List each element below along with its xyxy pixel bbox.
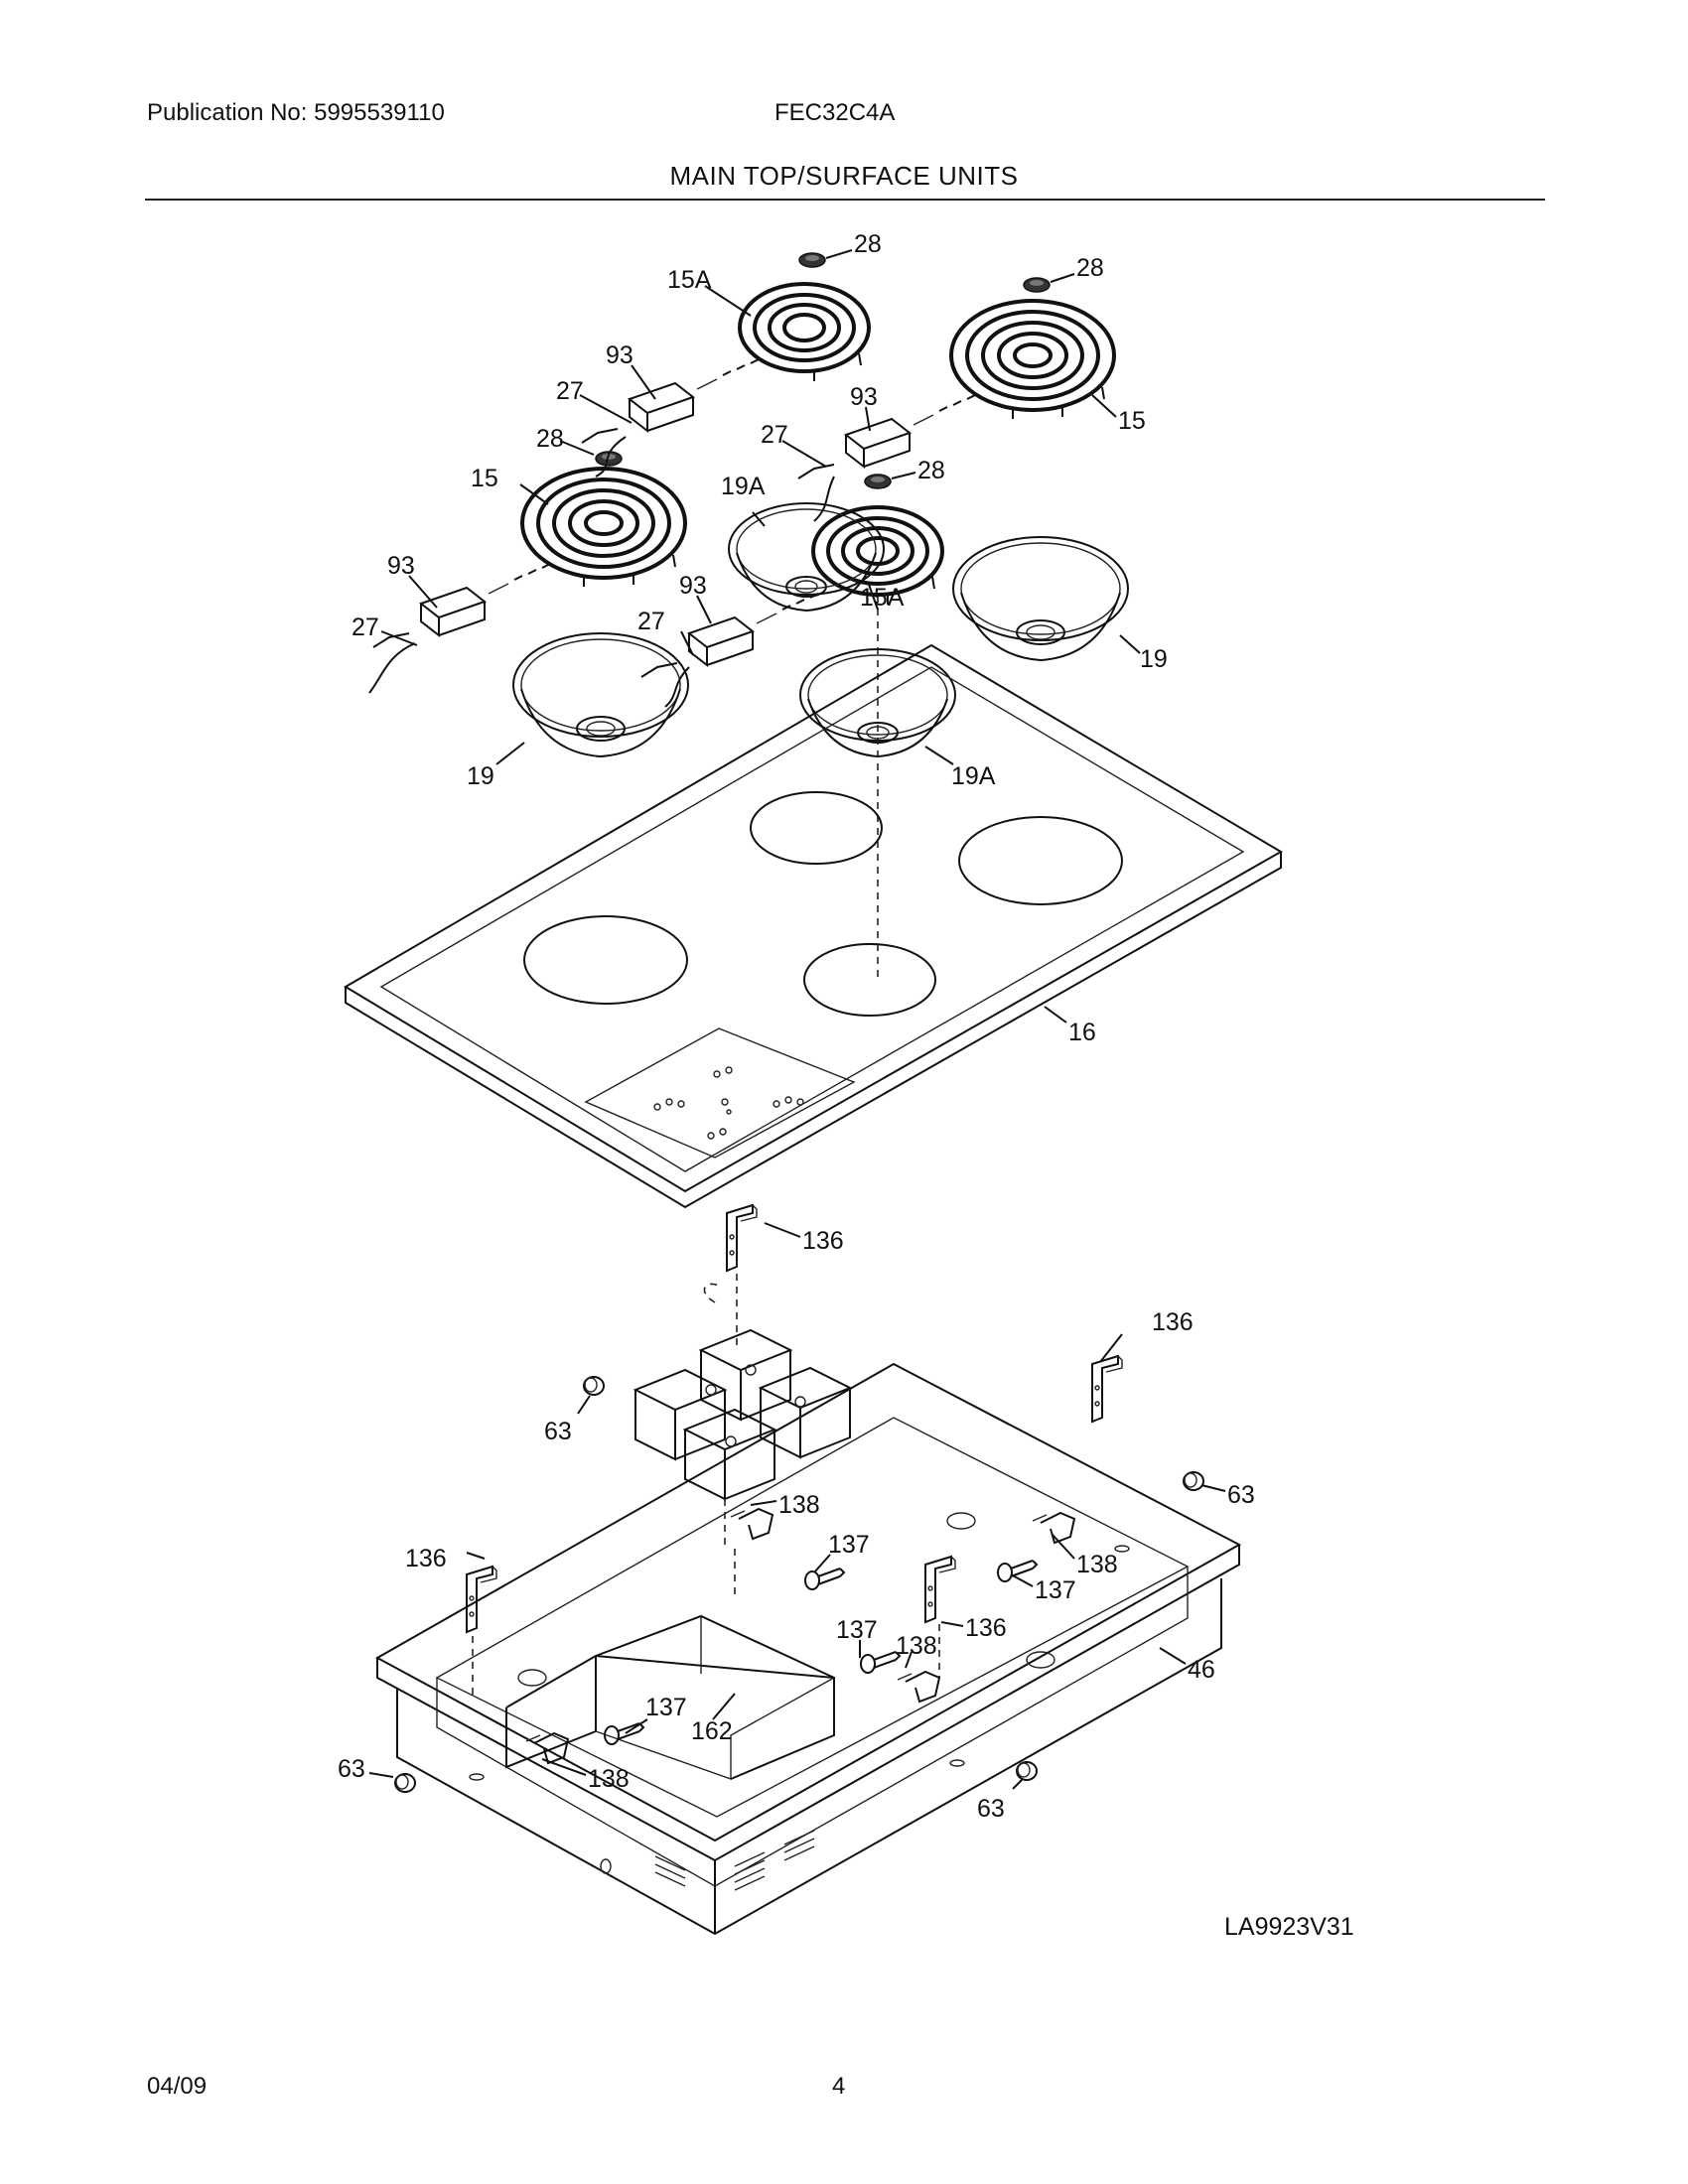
callout-63-right: 63 [1227, 1481, 1255, 1509]
callout-136-top: 136 [802, 1227, 844, 1255]
heat-shield-162 [505, 1614, 835, 1780]
callout-63-left-upper: 63 [544, 1418, 572, 1445]
leader-lines [368, 249, 1226, 1790]
callout-15-back: 15 [1118, 407, 1146, 435]
callout-138-b: 138 [1076, 1551, 1118, 1578]
bracket-136-center [924, 1556, 956, 1623]
terminal-block-93-a [581, 358, 760, 444]
bracket-136-top [726, 1204, 758, 1272]
page-title: MAIN TOP/SURFACE UNITS [669, 161, 1019, 191]
callout-27-b: 27 [761, 421, 788, 449]
callout-93-c: 93 [387, 552, 415, 580]
callout-93-a: 93 [606, 341, 633, 369]
callout-137-c: 137 [836, 1616, 878, 1644]
callout-19-right: 19 [1140, 645, 1168, 673]
callout-136-right: 136 [1152, 1308, 1194, 1336]
callout-136-center: 136 [965, 1614, 1007, 1642]
surface-unit-15A-back [738, 282, 871, 383]
callout-15-front: 15 [471, 465, 498, 492]
callout-19A-back: 19A [721, 473, 766, 500]
terminal-block-93-d [640, 593, 819, 678]
callout-19-left: 19 [467, 762, 494, 790]
callout-136-left: 136 [405, 1545, 447, 1572]
callout-63-left-lower: 63 [338, 1755, 365, 1783]
callout-15A-front: 15A [860, 584, 905, 612]
drip-pan-19-left [512, 632, 689, 757]
callout-28-left: 28 [536, 425, 564, 453]
assembly-dashes [472, 1624, 940, 1698]
callout-138-a: 138 [778, 1491, 820, 1519]
burner-box-46 [374, 1362, 1242, 1936]
callout-28-center: 28 [917, 457, 945, 484]
cap-28-top [798, 252, 826, 268]
callout-27-d: 27 [637, 608, 665, 635]
page-number: 4 [832, 2073, 846, 2100]
drip-pan-19-right [952, 536, 1129, 661]
callout-28-top: 28 [854, 230, 882, 258]
callout-138-c: 138 [896, 1632, 937, 1660]
main-top-16 [344, 643, 1283, 1209]
callout-15A-back: 15A [667, 266, 712, 294]
callout-137-b: 137 [1035, 1576, 1076, 1604]
callout-19A-front: 19A [951, 762, 996, 790]
callout-46: 46 [1188, 1656, 1215, 1684]
diagram-code: LA9923V31 [1224, 1913, 1354, 1941]
callout-27-c: 27 [352, 614, 379, 641]
cap-28-center [864, 474, 892, 489]
surface-unit-15-back [949, 299, 1116, 421]
callout-137-d: 137 [645, 1694, 687, 1721]
callout-28-right: 28 [1076, 254, 1104, 282]
callout-63-bottom: 63 [977, 1795, 1005, 1823]
publication-number: Publication No: 5995539110 [147, 99, 445, 126]
callout-93-d: 93 [679, 572, 707, 600]
callout-137-a: 137 [828, 1531, 870, 1559]
lead-wires [368, 436, 835, 708]
footer-date: 04/09 [147, 2073, 208, 2100]
callout-27-a: 27 [556, 377, 584, 405]
model-number: FEC32C4A [774, 99, 896, 126]
bracket-136-right [1091, 1355, 1123, 1423]
cap-28-right [1023, 277, 1051, 293]
callout-93-b: 93 [850, 383, 878, 411]
callout-16: 16 [1068, 1019, 1096, 1046]
callout-138-d: 138 [588, 1765, 630, 1793]
callout-162: 162 [691, 1717, 733, 1745]
infinite-switches [633, 1261, 853, 1598]
header-rule [145, 199, 1545, 201]
surface-unit-15-front [520, 467, 687, 589]
